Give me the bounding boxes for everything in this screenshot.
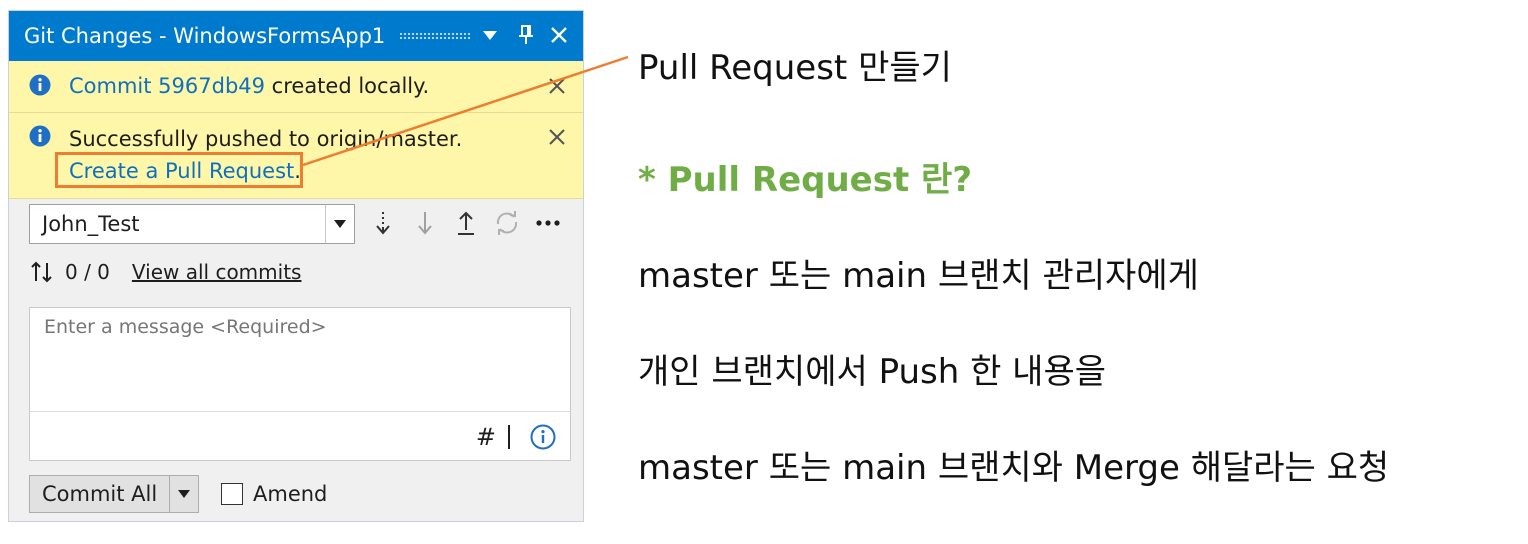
commit-dropdown-icon[interactable] (169, 476, 198, 512)
commit-message-input[interactable] (30, 308, 570, 412)
sync-icon[interactable] (491, 207, 523, 239)
info-icon (29, 74, 51, 96)
branch-name: John_Test (42, 212, 140, 236)
info-icon (29, 125, 51, 147)
push-icon[interactable] (450, 207, 482, 239)
pull-request-line: Create a Pull Request. (69, 159, 301, 183)
commit-split-button: Commit All (29, 475, 200, 513)
explanation-line-1: master 또는 main 브랜치 관리자에게 (638, 256, 1199, 296)
branch-dropdown[interactable]: John_Test (29, 204, 355, 244)
window-position-dropdown-icon[interactable] (475, 19, 505, 51)
info-circle-icon[interactable] (530, 424, 556, 450)
pull-icon[interactable] (409, 207, 441, 239)
amend-label: Amend (253, 482, 328, 506)
more-options-icon[interactable] (532, 207, 564, 239)
create-pull-request-link[interactable]: Create a Pull Request (69, 159, 295, 183)
commit-all-button[interactable]: Commit All (42, 482, 158, 506)
amend-checkbox[interactable] (221, 483, 243, 505)
up-down-arrows-icon (31, 261, 52, 283)
git-changes-panel: Git Changes - WindowsFormsApp1 (8, 10, 584, 522)
outgoing-incoming-row: 0 / 0 View all commits (29, 257, 301, 287)
dismiss-icon[interactable] (545, 74, 569, 98)
chevron-down-icon[interactable] (325, 205, 354, 243)
divider (508, 425, 510, 449)
explanation-heading: * Pull Request 란? (638, 160, 973, 200)
drag-grip[interactable] (399, 32, 472, 40)
commit-created-message: Commit 5967db49 created locally. (69, 74, 429, 98)
dismiss-icon[interactable] (545, 125, 569, 149)
explanation-line-2: 개인 브랜치에서 Push 한 내용을 (638, 352, 1107, 392)
panel-title: Git Changes - WindowsFormsApp1 (24, 24, 386, 48)
pull-request-highlight (55, 152, 303, 188)
pin-icon[interactable] (511, 19, 541, 51)
hash-reference-button[interactable]: # (475, 423, 496, 451)
panel-title-bar: Git Changes - WindowsFormsApp1 (9, 11, 583, 61)
fetch-icon[interactable] (367, 207, 399, 239)
commit-created-notification: Commit 5967db49 created locally. (9, 61, 583, 113)
close-panel-icon[interactable] (544, 19, 574, 51)
commit-hash-link[interactable]: Commit 5967db49 (69, 74, 265, 98)
amend-option: Amend (221, 479, 327, 509)
push-success-message: Successfully pushed to origin/master. (69, 127, 463, 151)
view-all-commits-link[interactable]: View all commits (131, 260, 302, 284)
pull-request-suffix: . (294, 159, 301, 183)
callout-text: Pull Request 만들기 (638, 48, 952, 88)
commit-message-box: # (29, 307, 571, 461)
explanation-line-3: master 또는 main 브랜치와 Merge 해달라는 요청 (638, 448, 1390, 488)
commit-created-text: created locally. (265, 74, 430, 98)
sync-counts: 0 / 0 (65, 260, 110, 284)
message-tools: # (476, 416, 556, 458)
